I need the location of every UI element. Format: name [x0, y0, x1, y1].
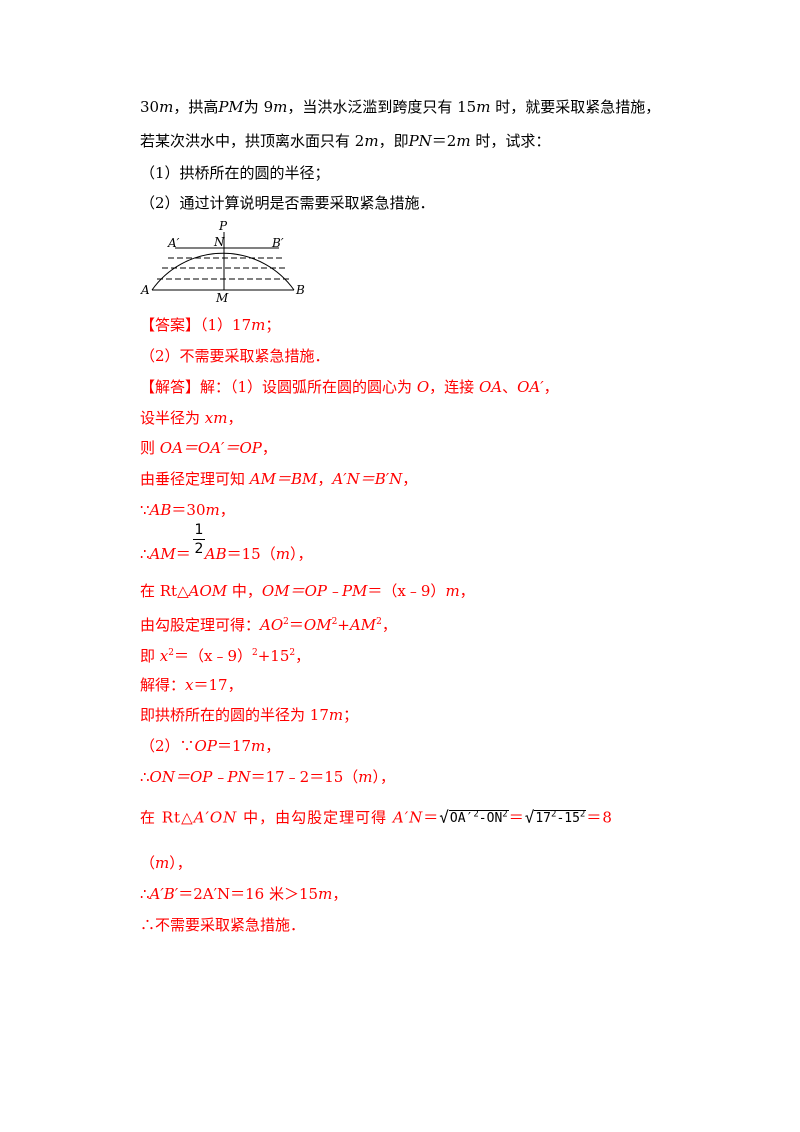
answer-1: 【答案】（1）17m；: [140, 316, 281, 334]
label-b1: B′: [271, 236, 284, 250]
sqrt-sign-2: √: [524, 807, 535, 827]
label-p: P: [218, 219, 228, 233]
sqrt-expression-2: √172-152: [524, 807, 587, 827]
solution-line-3: 则 OA＝OA′＝OP，: [140, 439, 277, 457]
fraction-numerator: 1: [194, 522, 204, 538]
answer-tag: 【答案】: [140, 316, 201, 334]
solution-line-17: ∴不需要采取紧急措施．: [140, 916, 306, 934]
solution-line-14: 在 Rt△A′ON 中，由勾股定理可得 A′N＝√OA′2-ON2＝√172-1…: [140, 804, 613, 830]
sqrt-expression-1: √OA′2-ON2: [439, 807, 509, 827]
solution-line-4: 由垂径定理可知 AM＝BM，A′N＝B′N，: [140, 470, 418, 488]
solution-tag: 【解答】: [140, 378, 201, 396]
solution-line-1: 【解答】解：（1）设圆弧所在圆的圆心为 O，连接 OA、OA′，: [140, 378, 559, 396]
solution-line-8: 由勾股定理可得：AO2＝OM2+AM2，: [140, 616, 397, 634]
label-a1: A′: [167, 236, 180, 250]
solution-line-12: （2）∵OP＝17m，: [140, 737, 281, 755]
fraction-denominator: 2: [194, 541, 204, 557]
fraction-bar: [193, 539, 205, 540]
solution-line-15: （m），: [140, 854, 192, 872]
problem-line-1: 30m，拱高PM为 9m，当洪水泛滥到跨度只有 15m 时，就要采取紧急措施，: [140, 98, 661, 116]
question-2: （2）通过计算说明是否需要采取紧急措施．: [140, 194, 435, 212]
answer-2: （2）不需要采取紧急措施．: [140, 347, 330, 365]
solution-line-10: 解得：x＝17，: [140, 676, 243, 694]
solution-line-16: ∴A′B′＝2A′N＝16 米＞15m，: [140, 885, 348, 903]
label-n: N: [213, 235, 225, 249]
arch-arc: [151, 252, 295, 291]
solution-line-2: 设半径为 xm，: [140, 409, 243, 427]
problem-line-2: 若某次洪水中，拱顶离水面只有 2m，即PN＝2m 时，试求：: [140, 132, 551, 150]
solution-line-7: 在 Rt△AOM 中，OM＝OP﹣PM＝（x﹣9）m，: [140, 582, 475, 600]
solution-line-9: 即 x2＝（x﹣9）2+152，: [140, 647, 311, 665]
solution-line-6: ∴AM＝AB＝15（m），: [140, 545, 313, 563]
solution-line-5: ∵AB＝30m，: [140, 501, 235, 519]
question-1: （1）拱桥所在的圆的半径；: [140, 164, 330, 182]
label-a: A: [140, 283, 150, 297]
solution-line-13: ∴ON＝OP﹣PN＝17﹣2＝15（m），: [140, 768, 396, 786]
fraction-half: 1 2: [193, 522, 205, 557]
sqrt-sign-1: √: [439, 807, 449, 827]
label-b: B: [295, 283, 305, 297]
arch-bridge-diagram: P N A′ B′ A B M: [140, 219, 305, 305]
label-m: M: [215, 291, 229, 305]
solution-line-11: 即拱桥所在的圆的半径为 17m；: [140, 706, 359, 724]
